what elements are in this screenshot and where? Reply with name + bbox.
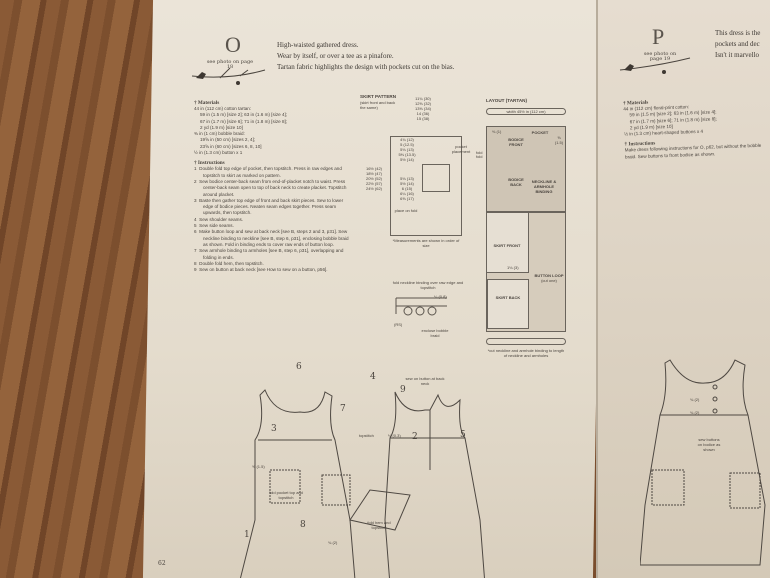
materials-list: 44 in (112 cm) cotton tartan: 59 in (1.5… <box>194 106 354 156</box>
place-on-fold-label: place on fold <box>394 208 418 213</box>
dress-illustration-p <box>640 359 766 566</box>
fabric-layout-diagram: LAYOUT (TARTAN) width 45½ in (112 cm) BO… <box>476 98 586 388</box>
see-photo-note: see photo on page 19 <box>643 51 677 62</box>
binding-braid-drawing <box>395 297 447 316</box>
piece-skirt-front: SKIRT FRONT <box>493 243 521 248</box>
skirt-pattern-subtitle: (skirt front and back the same) <box>360 100 396 110</box>
layout-lower: SKIRT FRONT 1⅛ (3) BUTTON LOOP (cut one)… <box>486 212 566 332</box>
topstitch-label: topstitch <box>359 433 374 438</box>
material-item: 59 in (1.5 m) [size 2]; 63 in (1.6 m) [s… <box>200 112 288 118</box>
intro-line: Wear by itself, or over a tee as a pinaf… <box>277 52 394 60</box>
material-item: 19⅝ in (50 cm) [sizes 2, 4]; <box>200 137 256 143</box>
pocket-offsets-top: 4¾ (12)5 (12.5)5⅛ (13)5⅜ (13.5)5½ (14) <box>398 137 416 162</box>
button-spacing-2: ¾ (2) <box>690 410 700 415</box>
skirt-lengths: 16½ (42)18½ (47)20½ (52)22½ (57)24½ (62) <box>365 166 382 191</box>
material-item: 2 yd (1.9 m) [size 10] <box>200 124 243 130</box>
instruction-step: 2 Sew bodice center-back seam from end-o… <box>194 178 347 197</box>
piece-bodice-front: BODICE FRONT <box>508 137 524 147</box>
seam-label: ⅝ (1.5) <box>554 135 564 145</box>
intro-line: Tartan fabric highlights the design with… <box>277 63 455 71</box>
fold-label: fold <box>476 150 483 155</box>
intro-line: Isn't it marvello <box>715 51 760 59</box>
page-number: 62 <box>158 560 166 567</box>
callout-9: 9 <box>400 385 406 395</box>
materials-heading: † Materials <box>194 100 220 106</box>
rs-label: (RS) <box>394 322 403 327</box>
skirt-pattern-outline <box>390 136 462 236</box>
fold-label: fold <box>476 154 483 159</box>
layout-note: *cut neckline and armhole binding to len… <box>487 348 565 358</box>
cut-one-label: (cut one) <box>541 278 557 283</box>
instruction-step: 7 Sew armhole binding to armholes [see B… <box>194 248 344 260</box>
instructions-heading: † Instructions <box>194 160 225 167</box>
intro-line: High-waisted gathered dress. <box>277 41 359 49</box>
materials-section: † Materials 44 in (112 cm) floral-print … <box>623 95 770 160</box>
pocket-note: fold pocket top and topstitch <box>269 490 303 500</box>
material-item: 44 in (112 cm) cotton tartan: <box>194 106 252 111</box>
right-page <box>596 0 770 578</box>
topstitch-measure: ⅛ (0.3) <box>388 433 401 438</box>
instruction-step: 9 Sew on button at back neck [see How to… <box>194 267 328 273</box>
seam-label: ⅜ (1) <box>492 129 502 134</box>
material-item: 67 in (1.7 m) [size 6]; 71 in (1.8 m) [s… <box>200 118 288 124</box>
pattern-letter: O <box>225 32 241 57</box>
button-spacing-1: ¾ (2) <box>690 397 700 402</box>
instruction-step: 8 Double fold hem, then topstitch. <box>194 260 264 266</box>
layout-upper: BODICE FRONT POCKET BODICE BACK NECKLINE… <box>486 126 566 212</box>
material-item: ⅜ in (1 cm) bobble braid: <box>194 131 245 137</box>
instructions-list: 1 Double fold top edge of pocket, then t… <box>194 166 354 273</box>
buttons-note: sew buttons on bodice as shown <box>697 437 721 452</box>
intro-line: This dress is the <box>715 29 761 37</box>
instruction-step: 6 Make button loop and sew at back neck … <box>194 229 349 247</box>
bird-branch-icon <box>191 67 266 85</box>
skirt-widths: 11¾ (30)12⅝ (32)13⅜ (34)14 (36)15 (38) <box>414 96 431 121</box>
callout-8: 8 <box>300 520 306 530</box>
callout-3: 3 <box>271 424 277 434</box>
piece-pocket: POCKET <box>531 130 549 135</box>
bird-branch-icon <box>619 57 691 74</box>
callout-1: 1 <box>244 530 250 540</box>
pocket-offsets-side: 5⅛ (13)5½ (14)6 (15)6¼ (16)6⅝ (17) <box>400 176 414 201</box>
callout-7: 7 <box>340 404 346 414</box>
see-photo-note: see photo on page 18 <box>206 59 254 70</box>
callout-2: 2 <box>412 432 418 442</box>
measurement-note: *Measurements are shown in order of size <box>392 238 460 248</box>
pattern-letter: P <box>652 24 665 49</box>
braid-label: enclose bobble braid <box>421 328 449 338</box>
instruction-step: 4 Sew shoulder seams. <box>194 216 244 222</box>
hem-note: fold hem and topstitch <box>367 520 391 530</box>
piece-button-loop: BUTTON LOOP <box>534 273 564 278</box>
piece-bodice-back: BODICE BACK <box>508 177 524 187</box>
skirt-pattern-diagram: SKIRT PATTERN (skirt front and back the … <box>360 94 485 249</box>
intro-line: pockets and dec <box>715 40 760 48</box>
sew-button-note: sew on button at back neck <box>405 376 445 386</box>
pocket-placement-box <box>422 164 450 192</box>
binding-detail: fold neckline binding over raw edge and … <box>388 280 468 350</box>
pocket-measure: ⅝ (1.5) <box>252 464 265 469</box>
pattern-intro: This dress is the pockets and dec Isn't … <box>715 28 770 61</box>
instruction-step: 5 Sew side seams. <box>194 223 234 229</box>
callout-6: 6 <box>296 362 302 372</box>
materials-section: † Materials 44 in (112 cm) cotton tartan… <box>194 100 354 273</box>
material-item: ½ in (1.3 cm) button x 1 <box>194 150 243 156</box>
callout-5: 5 <box>460 430 466 440</box>
piece-skirt-back: SKIRT BACK <box>495 295 521 300</box>
hem-measure: ¾ (2) <box>328 540 338 545</box>
binding-label: fold neckline binding over raw edge and … <box>392 280 464 290</box>
material-item: 23⅝ in (60 cm) [sizes 6, 8, 10] <box>200 143 262 149</box>
instruction-step: 1 Double fold top edge of pocket, then t… <box>194 166 342 178</box>
instruction-step: 3 Baste then gather top edge of front an… <box>194 197 344 216</box>
binding-measure: ¼ (0.8) <box>434 294 447 299</box>
piece-binding: NECKLINE & ARMHOLE BINDING <box>531 179 557 194</box>
pocket-placement-label: pocket placement <box>451 144 471 154</box>
callout-4: 4 <box>370 372 376 382</box>
dress-illustration <box>239 389 485 578</box>
binding-strip <box>486 338 566 345</box>
layout-width: width 45½ in (112 cm) <box>486 108 566 115</box>
seam-label: 1⅛ (3) <box>507 265 519 270</box>
wooden-table <box>0 0 160 578</box>
skirt-pattern-title: SKIRT PATTERN <box>360 94 397 99</box>
pattern-intro: High-waisted gathered dress. Wear by its… <box>277 40 597 73</box>
layout-title: LAYOUT (TARTAN) <box>486 98 527 103</box>
